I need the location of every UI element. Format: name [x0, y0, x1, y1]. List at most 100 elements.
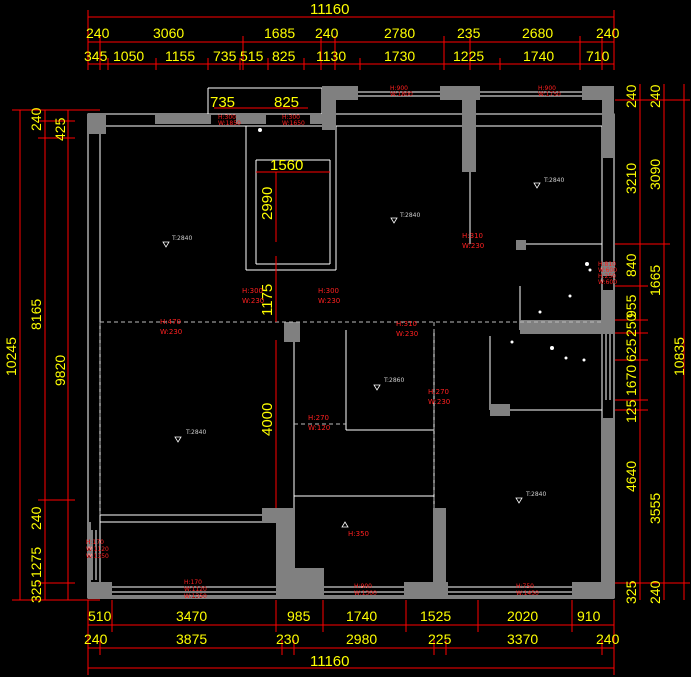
- right-dim: 240: [647, 84, 663, 108]
- top-dimension-lines: [87, 10, 615, 70]
- bottom-dim: 3470: [176, 608, 207, 624]
- bottom-dim: 225: [428, 631, 452, 647]
- red-label: H:310: [396, 320, 417, 328]
- left-dim: 10245: [3, 337, 19, 376]
- bottom-dim: 240: [84, 631, 108, 647]
- red-label: W:230: [428, 398, 450, 406]
- left-dimension-lines: [12, 109, 100, 601]
- right-dim: 10835: [671, 337, 687, 376]
- top-dim: 825: [272, 48, 296, 64]
- right-dim: 955: [623, 294, 639, 318]
- red-label: W:1300: [354, 590, 377, 597]
- top-dimension-texts: 11160 240 3060 1685 240 2780 235 2680 24…: [84, 1, 620, 64]
- left-dim: 240: [28, 506, 44, 530]
- room-labels: T:2840 T:2840 T:2840 T:2860 T:2840 T:284…: [171, 177, 564, 498]
- red-label: W:1120: [184, 586, 207, 593]
- red-label: W:230: [318, 297, 340, 305]
- top-dim: 240: [315, 25, 339, 41]
- right-dim: 4640: [623, 461, 639, 492]
- red-label: W:1650: [282, 120, 305, 127]
- top-dim: 1730: [384, 48, 415, 64]
- top-dim: 1155: [165, 48, 195, 64]
- red-label: H:900: [538, 85, 556, 92]
- red-label: H:300: [218, 114, 236, 121]
- right-dim: 250: [623, 313, 639, 337]
- inner-dimension-texts: 735 825 1560 2990 1175 4000: [210, 94, 303, 436]
- bottom-dim: 2980: [346, 631, 377, 647]
- red-label: W:1750: [538, 91, 561, 98]
- red-label: W:230: [462, 242, 484, 250]
- red-annotations: H:300 W:1850 H:300 W:1650 H:900 W:1800 H…: [86, 85, 617, 600]
- red-label: H:300: [282, 114, 300, 121]
- right-dim: 325: [623, 580, 639, 604]
- red-label: W:600: [598, 267, 617, 274]
- right-dim: 240: [647, 580, 663, 604]
- bottom-dim: 985: [287, 608, 311, 624]
- red-label: W:1350: [86, 553, 109, 560]
- top-dim: 1130: [316, 48, 346, 64]
- right-dimension-texts: 240 3210 840 955 250 625 1670 125 4640 3…: [623, 84, 687, 604]
- inner-dimension-lines: [214, 107, 330, 508]
- top-total-dim: 11160: [310, 1, 350, 18]
- red-label: H:310: [462, 232, 483, 240]
- top-dim: 240: [86, 25, 110, 41]
- red-label: H:170: [184, 579, 202, 586]
- right-dimension-lines: [615, 84, 690, 600]
- top-dim: 1685: [264, 25, 295, 41]
- top-dim: 235: [457, 25, 481, 41]
- bottom-dim: 240: [596, 631, 620, 647]
- right-dim: 1665: [647, 265, 663, 296]
- red-label: H:270: [428, 388, 449, 396]
- red-label: W:1350: [184, 593, 207, 600]
- left-dimension-texts: 10245 8165 9820 240 425 240 1275 325: [3, 107, 68, 603]
- top-dim: 515: [240, 48, 264, 64]
- bottom-dimension-texts: 510 3470 985 1740 1525 2020 910 240 3875…: [84, 608, 620, 670]
- room-height-label: T:2860: [383, 377, 404, 384]
- inner-dim: 2990: [259, 187, 276, 220]
- windows: [91, 91, 611, 593]
- red-label: W:1450: [516, 590, 539, 597]
- bottom-dim: 510: [88, 608, 112, 624]
- red-label: H:250: [598, 273, 616, 280]
- left-dim: 1275: [28, 547, 44, 578]
- bottom-dim: 2020: [507, 608, 538, 624]
- inner-dim: 1175: [259, 284, 276, 316]
- right-dim: 240: [623, 84, 639, 108]
- red-label: H:170: [86, 539, 104, 546]
- left-dim: 8165: [28, 299, 44, 330]
- red-label: H:750: [516, 583, 534, 590]
- room-height-label: T:2840: [171, 235, 192, 242]
- room-height-label: T:2840: [399, 212, 420, 219]
- bottom-total-dim: 11160: [310, 653, 350, 670]
- top-dim: 1050: [113, 48, 144, 64]
- top-dim: 1225: [453, 48, 484, 64]
- bottom-dimension-lines: [87, 600, 615, 675]
- level-markers: [162, 182, 541, 528]
- red-label: W:1120: [86, 546, 109, 553]
- red-label: W:1800: [390, 91, 413, 98]
- red-label: H:470: [160, 318, 181, 326]
- left-dim: 325: [28, 579, 44, 603]
- red-label: H:350: [348, 530, 369, 538]
- top-dim: 3060: [153, 25, 184, 41]
- bottom-dim: 1740: [346, 608, 377, 624]
- red-label: H:900: [354, 583, 372, 590]
- right-dim: 1670: [623, 365, 639, 396]
- red-label: W:230: [396, 330, 418, 338]
- wall-fills: [88, 86, 614, 598]
- top-dim: 240: [596, 25, 620, 41]
- top-dim: 345: [84, 48, 108, 64]
- top-dim: 2780: [384, 25, 415, 41]
- left-dim: 9820: [52, 355, 68, 386]
- bottom-dim: 230: [276, 631, 300, 647]
- room-height-label: T:2840: [543, 177, 564, 184]
- right-dim: 840: [623, 253, 639, 277]
- bottom-dim: 1525: [420, 608, 451, 624]
- top-dim: 735: [213, 48, 237, 64]
- red-label: W:120: [308, 424, 330, 432]
- right-dim: 125: [623, 399, 639, 423]
- red-label: H:270: [308, 414, 329, 422]
- right-dim: 625: [623, 338, 639, 362]
- left-dim: 425: [52, 117, 68, 141]
